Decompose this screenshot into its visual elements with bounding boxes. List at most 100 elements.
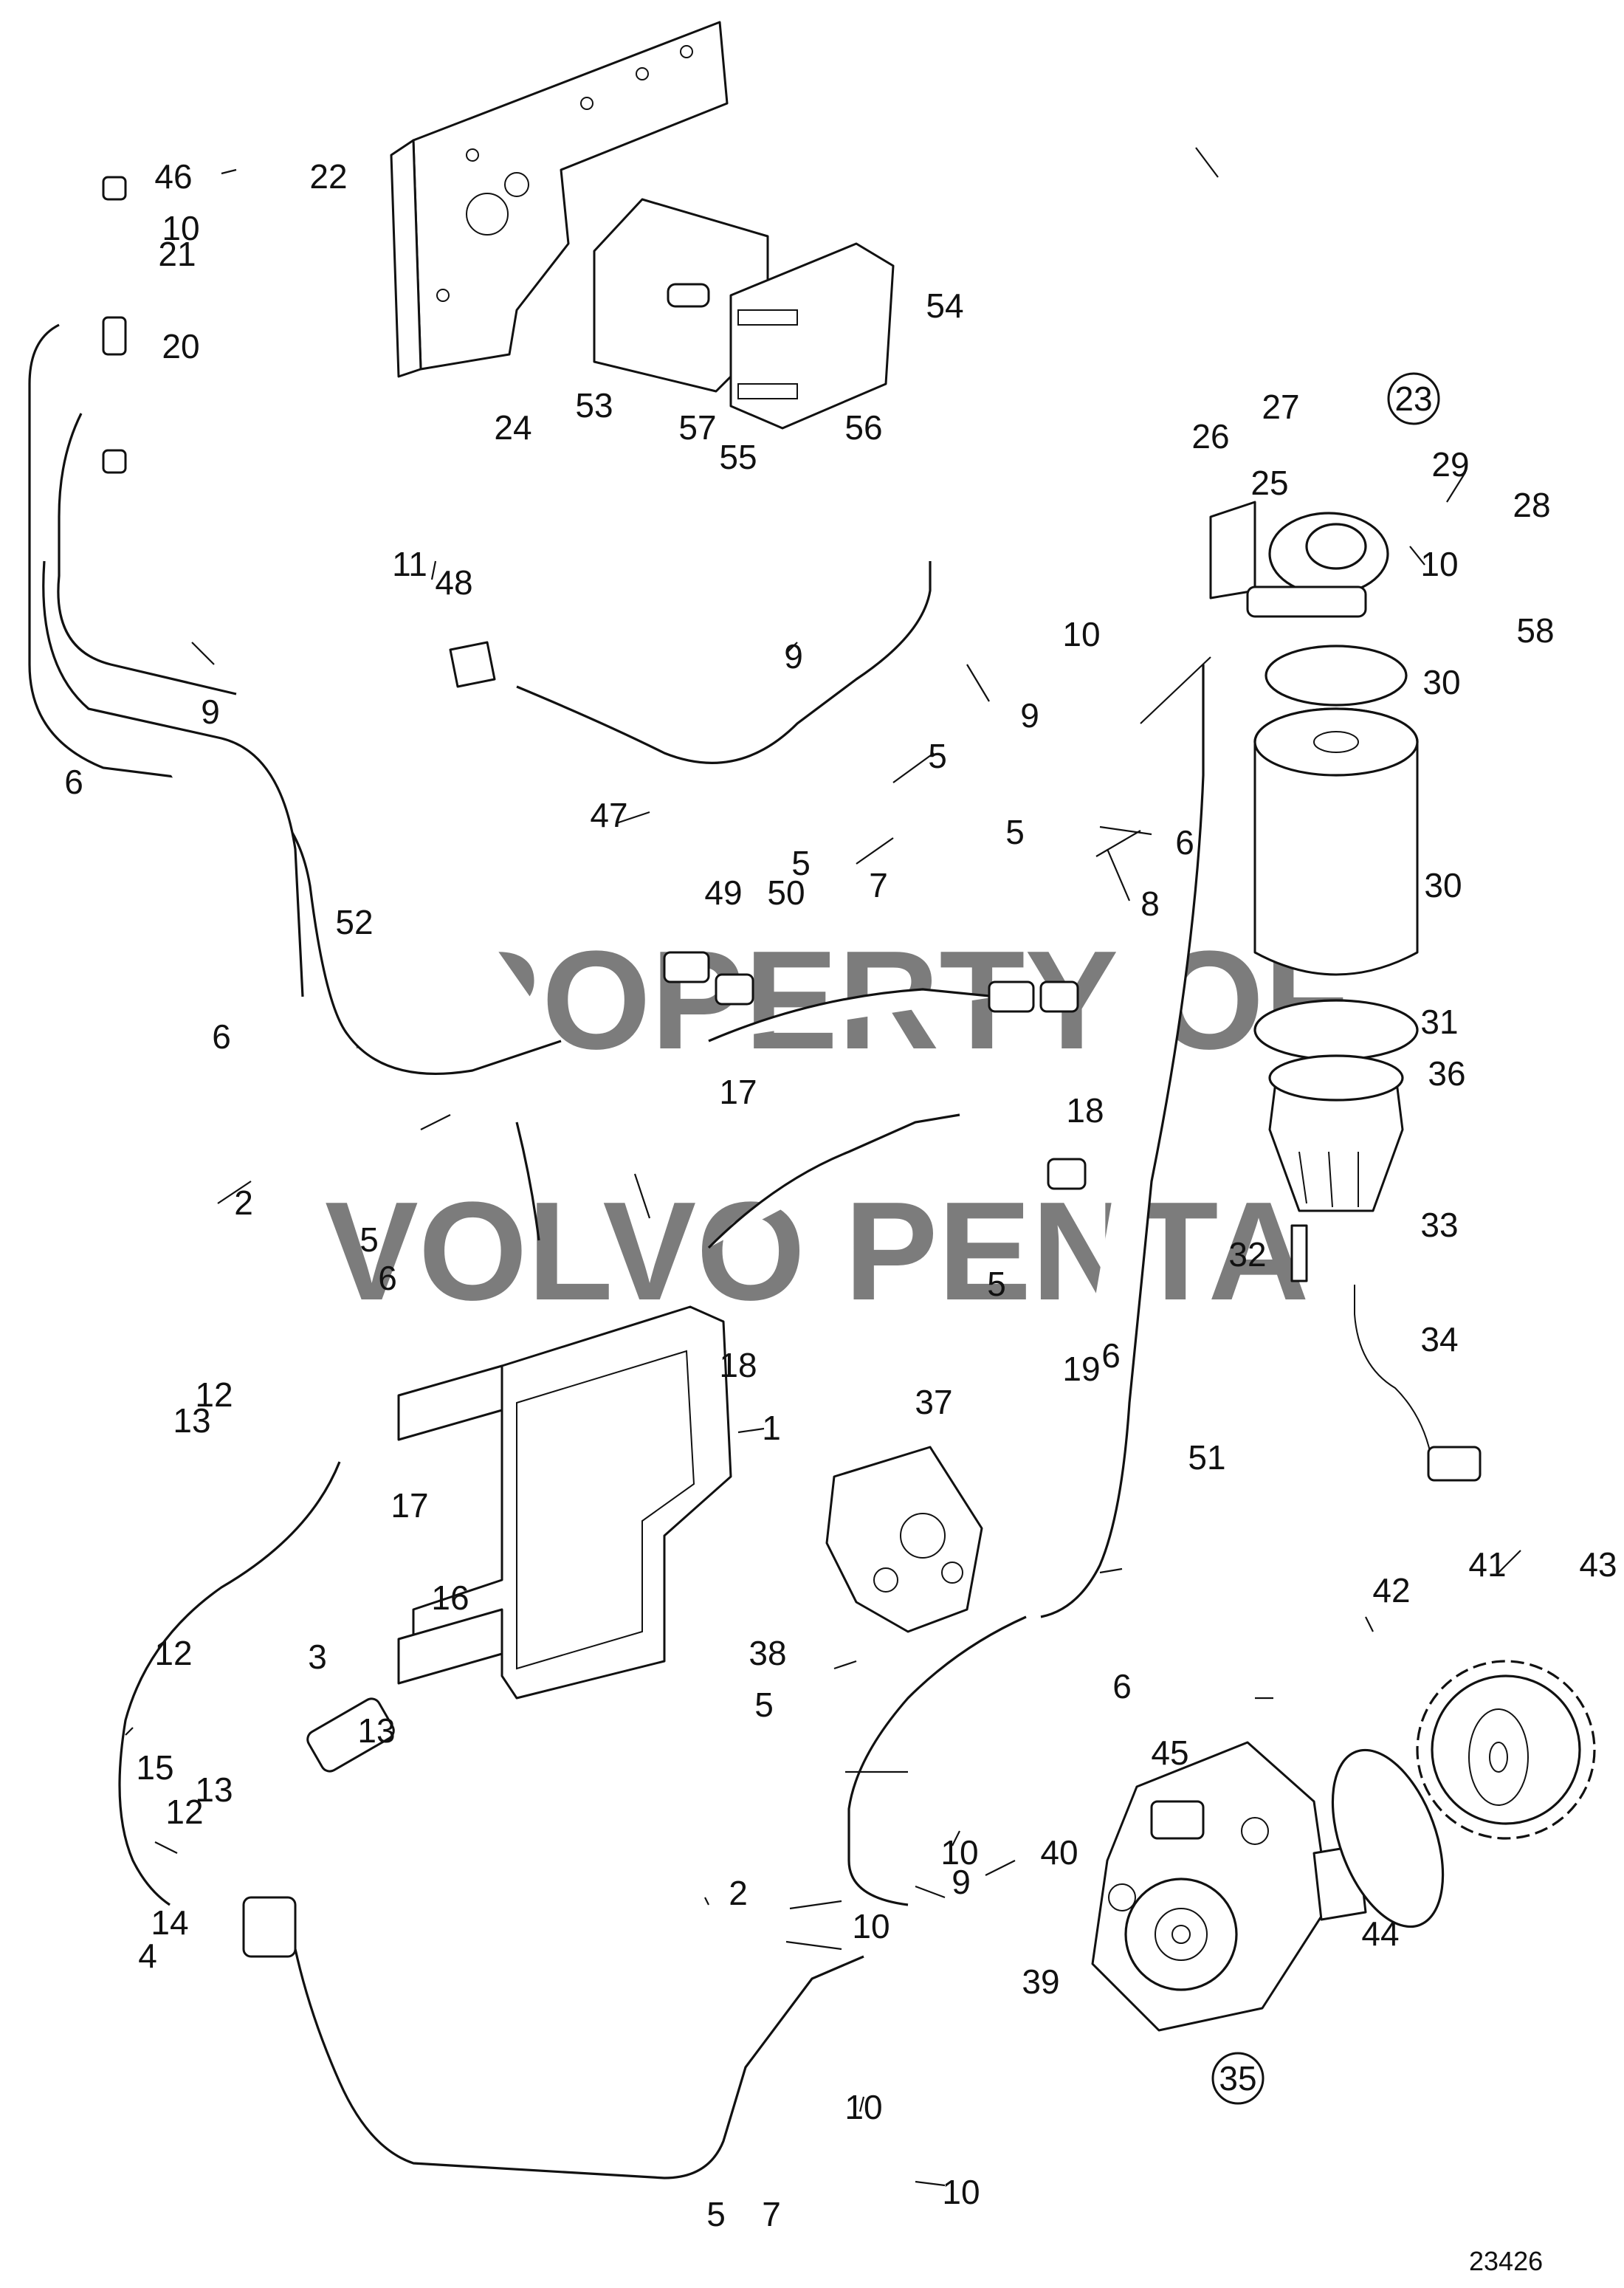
callout-31: 31 [1420, 1003, 1458, 1041]
callout-9: 9 [784, 637, 803, 676]
watermark-line-2: VOLVO PENTA [325, 1173, 1310, 1330]
callout-25: 25 [1250, 464, 1288, 502]
callout-10: 10 [940, 1833, 978, 1872]
callout-3: 3 [308, 1638, 327, 1676]
callout-18: 18 [1066, 1091, 1104, 1130]
figure-number: 23426 [1469, 2246, 1543, 2276]
leader-line [1095, 830, 1141, 857]
leader-line [1099, 1567, 1123, 1574]
leader-line [191, 642, 215, 665]
callout-7: 7 [869, 866, 888, 904]
callout-21: 21 [158, 235, 196, 273]
callout-14: 14 [151, 1903, 188, 1942]
leader-line [221, 168, 237, 175]
callout-13: 13 [357, 1711, 395, 1750]
callout-6: 6 [212, 1017, 231, 1056]
fuel-filter-cartridge [1253, 645, 1419, 1061]
callout-55: 55 [719, 438, 757, 476]
callout-10: 10 [942, 2173, 980, 2211]
callout-57: 57 [678, 408, 716, 447]
callout-20: 20 [162, 327, 199, 365]
callout-41: 41 [1468, 1545, 1506, 1584]
leader-line [633, 1173, 651, 1219]
callout-52: 52 [335, 903, 373, 941]
callout-2: 2 [729, 1874, 748, 1912]
callout-17: 17 [719, 1073, 757, 1111]
leader-line [915, 1885, 946, 1899]
pump-drive-gear [1331, 1660, 1596, 1928]
circled-label-35-text: 35 [1219, 2059, 1256, 2098]
callout-6: 6 [64, 763, 83, 801]
callout-29: 29 [1431, 445, 1469, 484]
callout-11: 11 [392, 545, 427, 583]
callout-9: 9 [201, 693, 220, 731]
water-separator-bowl [1268, 1054, 1482, 1482]
callout-18: 18 [719, 1346, 757, 1384]
callout-28: 28 [1513, 486, 1550, 524]
leader-line [785, 1940, 842, 1951]
leader-line [789, 1900, 842, 1910]
callout-50: 50 [767, 873, 805, 912]
callout-53: 53 [575, 386, 613, 425]
leader-line [420, 1114, 451, 1130]
callout-45: 45 [1151, 1734, 1188, 1772]
callout-12: 12 [195, 1375, 233, 1414]
callout-17: 17 [390, 1486, 428, 1525]
leader-line [737, 1427, 765, 1434]
callout-5: 5 [928, 737, 947, 775]
callout-36: 36 [1428, 1054, 1465, 1093]
callout-6: 6 [378, 1259, 397, 1297]
control-unit-box [593, 198, 895, 430]
fittings [102, 176, 1087, 1958]
callout-56: 56 [844, 408, 882, 447]
callout-34: 34 [1420, 1320, 1458, 1358]
callout-30: 30 [1422, 663, 1460, 701]
fuel-filter-head [1209, 501, 1389, 618]
callout-19: 19 [1062, 1350, 1100, 1388]
callout-49: 49 [704, 873, 742, 912]
callout-5: 5 [754, 1686, 774, 1724]
leader-line [1498, 1550, 1521, 1573]
callout-39: 39 [1022, 1962, 1059, 2001]
callout-9: 9 [1020, 696, 1039, 735]
callout-48: 48 [435, 563, 472, 602]
leader-line [833, 1660, 857, 1670]
leader-line [892, 752, 935, 783]
leader-line [1195, 147, 1219, 178]
callout-10: 10 [1062, 615, 1100, 653]
fuel-hoses [28, 323, 1205, 2179]
circled-label-35: 35 [1211, 2052, 1265, 2105]
leader-line [430, 560, 437, 580]
callout-38: 38 [749, 1634, 786, 1672]
circled-label-23: 23 [1387, 372, 1440, 425]
callout-13: 13 [195, 1770, 233, 1809]
callout-10: 10 [844, 2088, 882, 2126]
callout-10: 10 [1420, 545, 1458, 583]
leader-line [1365, 1616, 1374, 1632]
leader-line [966, 664, 990, 702]
callout-15: 15 [136, 1748, 173, 1787]
callout-43: 43 [1579, 1545, 1617, 1584]
leader-line [1140, 656, 1211, 724]
leader-line [985, 1860, 1016, 1876]
fuel-cooler-frame [397, 1305, 732, 1700]
callout-6: 6 [1175, 823, 1194, 862]
callout-9: 9 [952, 1863, 971, 1901]
callout-5: 5 [987, 1265, 1006, 1303]
callout-12: 12 [165, 1793, 203, 1831]
callout-12: 12 [154, 1634, 192, 1672]
mounting-bracket-plate [390, 21, 729, 378]
callout-37: 37 [915, 1383, 952, 1421]
callout-4: 4 [138, 1937, 157, 1975]
callout-13: 13 [173, 1401, 210, 1440]
leader-lines [125, 147, 1521, 2187]
callout-1: 1 [762, 1409, 781, 1447]
callout-6: 6 [1101, 1336, 1121, 1375]
callout-26: 26 [1191, 417, 1229, 456]
high-pressure-pump [1091, 1741, 1367, 2032]
callout-44: 44 [1361, 1914, 1399, 1953]
callout-10: 10 [162, 209, 199, 247]
leader-line [859, 2096, 865, 2112]
callout-2: 2 [234, 1183, 253, 1222]
